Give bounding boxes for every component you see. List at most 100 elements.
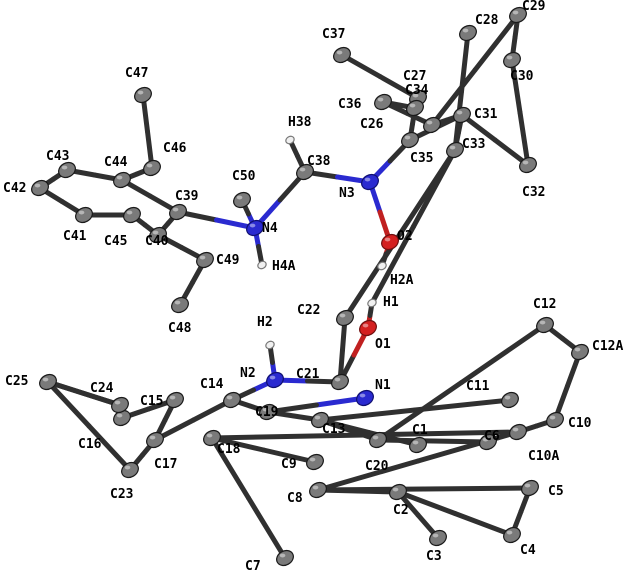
atom-label-c1: C1	[412, 423, 428, 438]
atom-highlight-c10a	[512, 427, 519, 432]
atom-label-c15: C15	[140, 394, 163, 409]
atom-label-c9: C9	[281, 457, 297, 472]
atom-c22	[336, 309, 354, 327]
bond-28-0	[429, 67, 478, 128]
atom-label-c10: C10	[568, 416, 592, 431]
atom-label-n1: N1	[375, 378, 391, 393]
atom-c2	[389, 483, 407, 501]
atom-label-c41: C41	[63, 229, 87, 244]
atom-highlight-c46	[146, 163, 153, 168]
atom-highlight-c32	[522, 160, 529, 165]
atom-c15	[166, 391, 184, 409]
atom-highlight-c5	[524, 483, 531, 488]
atom-h2a	[377, 261, 387, 271]
atom-label-c28: C28	[475, 13, 499, 28]
atom-label-c49: C49	[216, 253, 239, 268]
atom-label-c18: C18	[217, 442, 241, 457]
atom-label-c30: C30	[510, 69, 534, 84]
bond-60-1	[261, 447, 318, 465]
bond-52-0	[415, 429, 521, 464]
atom-highlight-c12a	[574, 347, 581, 352]
atom-label-c46: C46	[163, 141, 187, 156]
atom-highlight-c36	[377, 97, 384, 102]
atom-c25	[39, 373, 57, 391]
atom-highlight-n3	[364, 177, 371, 182]
atom-c5	[521, 479, 539, 497]
atom-h2	[265, 340, 275, 350]
atom-c10a	[509, 423, 527, 441]
atom-label-c5: C5	[548, 484, 564, 499]
atom-label-c7: C7	[245, 559, 261, 574]
atom-highlight-n1	[359, 393, 366, 398]
atom-label-c10a: C10A	[528, 449, 559, 464]
atom-highlight-c45	[126, 210, 133, 215]
atom-label-c43: C43	[46, 149, 69, 164]
atom-label-c27: C27	[403, 69, 426, 84]
atom-label-c12: C12	[533, 297, 556, 312]
atom-highlight-c34	[412, 93, 419, 98]
atom-label-c34: C34	[405, 83, 429, 98]
atom-label-c25: C25	[5, 374, 28, 389]
atom-label-o1: O1	[375, 337, 391, 352]
atom-c10	[546, 411, 564, 429]
atom-c23	[121, 461, 139, 479]
atom-highlight-c7	[279, 553, 286, 558]
atom-highlight-c39	[172, 207, 179, 212]
atom-label-c39: C39	[175, 189, 198, 204]
atom-highlight-c47	[137, 90, 144, 95]
atom-highlight-c37	[336, 50, 343, 55]
atom-highlight-c19	[262, 407, 269, 412]
atom-label-c26: C26	[360, 117, 384, 132]
atom-c30	[503, 51, 521, 69]
atom-label-c29: C29	[522, 0, 545, 14]
atom-label-c2: C2	[393, 503, 409, 518]
atom-label-c33: C33	[462, 137, 485, 152]
atom-c18	[203, 429, 221, 447]
atom-highlight-c50	[236, 195, 243, 200]
atom-label-n4: N4	[262, 221, 278, 236]
atom-c48	[171, 296, 189, 314]
atom-highlight-c2	[392, 487, 399, 492]
bond-58-1	[209, 432, 368, 441]
bond-26-1	[369, 224, 416, 306]
atom-highlight-c38	[299, 167, 306, 172]
atom-highlight-c20	[372, 435, 379, 440]
atom-highlight-c13	[314, 415, 321, 420]
atom-c26	[401, 131, 419, 149]
atom-c1	[409, 436, 427, 454]
atom-highlight-c33	[449, 145, 456, 150]
bond-66-0	[45, 379, 92, 429]
bond-45-0	[317, 417, 372, 435]
atom-c13	[311, 411, 329, 429]
bond-55-1	[452, 511, 515, 538]
atom-highlight-c41	[78, 210, 85, 215]
atom-c14	[223, 391, 241, 409]
atom-highlight-c3	[432, 533, 439, 538]
atom-highlight-c30	[506, 55, 513, 60]
atom-label-c17: C17	[154, 457, 177, 472]
atom-label-c16: C16	[78, 437, 102, 452]
atom-label-c22: C22	[297, 303, 320, 318]
bond-59-0	[209, 435, 251, 501]
atom-label-c21: C21	[296, 367, 320, 382]
atom-c43	[58, 161, 76, 179]
atom-c50	[233, 191, 251, 209]
atom-c7	[276, 549, 294, 567]
atom-label-c4: C4	[520, 543, 536, 558]
bond-28-1	[472, 12, 521, 73]
atom-highlight-c1	[412, 440, 419, 445]
atom-label-c50: C50	[232, 169, 256, 184]
atom-label-c23: C23	[110, 487, 133, 502]
atom-highlight-c14	[226, 395, 233, 400]
atom-highlight-c21	[334, 377, 341, 382]
atom-label-c35: C35	[410, 151, 433, 166]
bond-58-0	[362, 429, 521, 438]
bond-60-0	[209, 435, 266, 453]
atom-label-c32: C32	[522, 185, 545, 200]
atom-label-c44: C44	[104, 155, 128, 170]
atom-highlight-c40	[152, 230, 159, 235]
bond-layer	[37, 12, 583, 561]
atom-c47	[134, 86, 152, 104]
